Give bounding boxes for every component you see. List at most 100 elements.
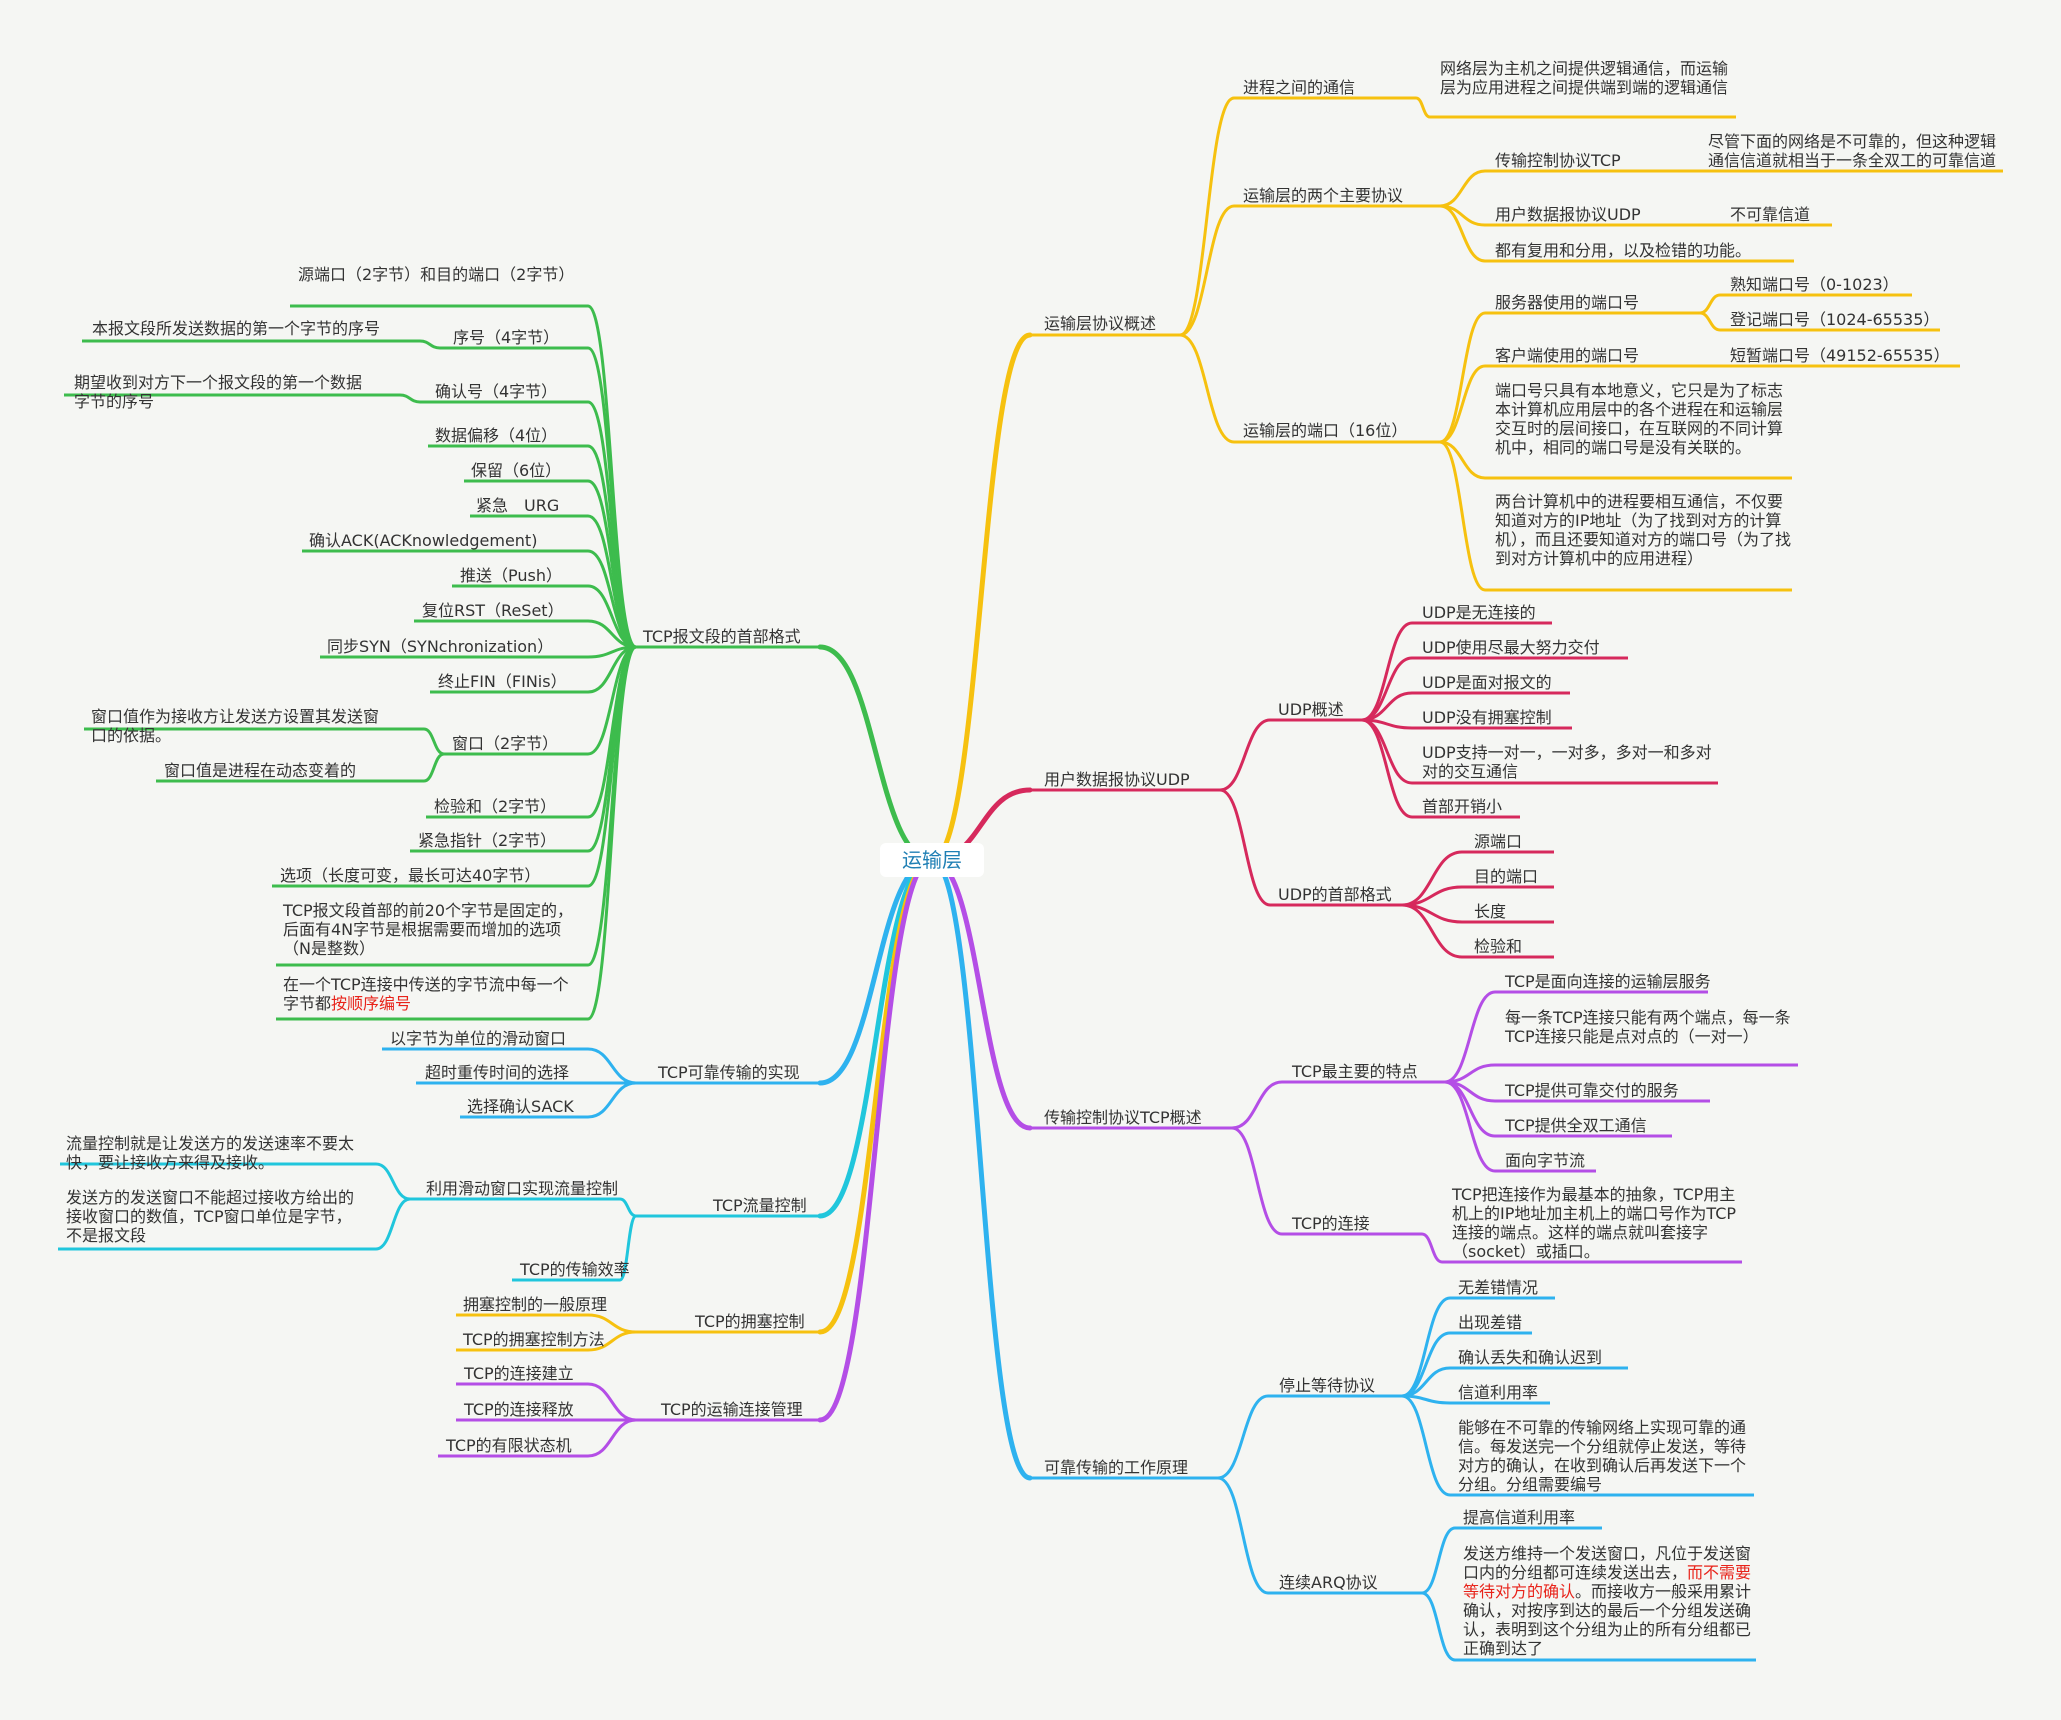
node-sliding-window-flow[interactable]: 利用滑动窗口实现流量控制	[426, 1179, 619, 1198]
node-continuous-arq[interactable]: 连续ARQ协议	[1279, 1573, 1378, 1592]
node-transport-overview[interactable]: 运输层协议概述	[1044, 314, 1157, 333]
node-stop-and-wait[interactable]: 停止等待协议	[1279, 1376, 1376, 1395]
branch-connector	[586, 645, 638, 1021]
node-tcp-features[interactable]: TCP最主要的特点	[1292, 1062, 1418, 1081]
reliable-impl-item[interactable]: 选择确认SACK	[467, 1097, 574, 1116]
note-ack-number: 期望收到对方下一个报文段的第一个数据字节的序号	[74, 373, 363, 411]
header-checksum[interactable]: 检验和（2字节）	[434, 797, 557, 816]
note-port-local: 端口号只具有本地意义，它只是为了标志本计算机应用层中的各个进程在和运输层交互时的…	[1495, 381, 1784, 457]
node-well-known-ports[interactable]: 熟知端口号（0-1023）	[1730, 275, 1899, 294]
node-udp-protocol[interactable]: 用户数据报协议UDP	[1495, 205, 1641, 224]
udp-overview-item[interactable]: UDP支持一对一，一对多，多对一和多对对的交互通信	[1422, 743, 1712, 781]
node-mux-demux[interactable]: 都有复用和分用，以及检错的功能。	[1495, 241, 1752, 260]
note-seq: 本报文段所发送数据的第一个字节的序号	[92, 319, 381, 338]
branch-connector	[1218, 788, 1272, 907]
reliable-impl-item[interactable]: 以字节为单位的滑动窗口	[390, 1029, 567, 1048]
note-window-dynamic: 窗口值是进程在动态变着的	[164, 761, 357, 780]
udp-header-item[interactable]: 源端口	[1474, 832, 1523, 851]
node-tcp-protocol[interactable]: 传输控制协议TCP	[1495, 151, 1621, 170]
arq-note-part-a: 发送方维持一个发送窗口，凡位于发送窗口内的分组都可连续发送出去，	[1463, 1544, 1752, 1582]
node-process-communication[interactable]: 进程之间的通信	[1243, 78, 1356, 97]
node-tcp-efficiency[interactable]: TCP的传输效率	[520, 1260, 630, 1279]
header-urg[interactable]: 紧急 URG	[476, 496, 560, 515]
stop-wait-item[interactable]: 出现差错	[1458, 1313, 1523, 1332]
arq-item[interactable]: 提高信道利用率	[1463, 1508, 1576, 1527]
branch-connector	[1438, 440, 1487, 480]
udp-overview-item[interactable]: UDP没有拥塞控制	[1422, 708, 1552, 727]
branch-connector	[398, 393, 422, 404]
udp-overview-item[interactable]: UDP使用尽最大努力交付	[1422, 638, 1600, 657]
header-ack-flag[interactable]: 确认ACK(ACKnowledgement)	[309, 531, 538, 550]
connection-mgmt-item[interactable]: TCP的有限状态机	[446, 1436, 572, 1455]
stop-wait-item[interactable]: 信道利用率	[1458, 1383, 1539, 1402]
header-ack-number[interactable]: 确认号（4字节）	[435, 382, 558, 401]
tcp-feature-item[interactable]: 每一条TCP连接只能有两个端点，每一条TCP连接只能是点对点的（一对一）	[1505, 1008, 1791, 1046]
node-tcp-connection-mgmt[interactable]: TCP的运输连接管理	[661, 1400, 803, 1419]
header-seq[interactable]: 序号（4字节）	[453, 328, 560, 347]
node-udp-overview[interactable]: UDP概述	[1278, 700, 1344, 719]
branch-connector	[422, 727, 446, 756]
note-port-ip: 两台计算机中的进程要相互通信，不仅要知道对方的IP地址（为了找到对方的计算机），…	[1495, 492, 1792, 568]
tcp-feature-item[interactable]: TCP提供全双工通信	[1505, 1116, 1647, 1135]
branch-connector	[1420, 1526, 1457, 1595]
branch-connector	[1216, 1394, 1270, 1480]
udp-overview-item[interactable]: UDP是无连接的	[1422, 603, 1536, 622]
branch-connector	[586, 1418, 638, 1458]
branch-connector	[1698, 311, 1722, 332]
branch-connector	[374, 1197, 412, 1251]
tcp-feature-item[interactable]: TCP提供可靠交付的服务	[1505, 1081, 1679, 1100]
header-src-dst-port[interactable]: 源端口（2字节）和目的端口（2字节）	[298, 265, 575, 284]
node-reliable-principle[interactable]: 可靠传输的工作原理	[1044, 1458, 1189, 1477]
stop-wait-item[interactable]: 确认丢失和确认迟到	[1458, 1348, 1603, 1367]
branch-connector	[1443, 1080, 1497, 1173]
node-server-ports[interactable]: 服务器使用的端口号	[1495, 293, 1640, 312]
header-syn[interactable]: 同步SYN（SYNchronization）	[327, 637, 554, 656]
node-ports[interactable]: 运输层的端口（16位）	[1243, 421, 1408, 440]
note-process-communication: 网络层为主机之间提供逻辑通信，而运输层为应用进程之间提供端到端的逻辑通信	[1440, 59, 1729, 97]
node-udp[interactable]: 用户数据报协议UDP	[1044, 770, 1190, 789]
udp-overview-item[interactable]: UDP是面对报文的	[1422, 673, 1552, 692]
branch-connector	[1178, 96, 1236, 337]
node-tcp-overview[interactable]: 传输控制协议TCP概述	[1044, 1108, 1202, 1127]
node-tcp-reliable-impl[interactable]: TCP可靠传输的实现	[658, 1063, 800, 1082]
header-options[interactable]: 选项（长度可变，最长可达40字节）	[280, 866, 541, 885]
header-reserved[interactable]: 保留（6位）	[471, 461, 562, 480]
congestion-item[interactable]: 拥塞控制的一般原理	[463, 1295, 608, 1314]
node-registered-ports[interactable]: 登记端口号（1024-65535）	[1730, 310, 1940, 329]
connection-mgmt-item[interactable]: TCP的连接释放	[464, 1400, 574, 1419]
header-push[interactable]: 推送（Push）	[460, 566, 562, 585]
udp-overview-item[interactable]: 首部开销小	[1422, 797, 1503, 816]
branch-connector	[1400, 1394, 1452, 1497]
branch-connector	[586, 1330, 638, 1352]
branch-connector	[1438, 311, 1487, 444]
tcp-feature-item[interactable]: TCP是面向连接的运输层服务	[1505, 972, 1711, 991]
stop-wait-item[interactable]: 无差错情况	[1458, 1278, 1539, 1297]
udp-header-item[interactable]: 长度	[1474, 902, 1507, 921]
header-fin[interactable]: 终止FIN（FINis）	[438, 672, 567, 691]
branch-connector	[1400, 903, 1464, 959]
node-ephemeral-ports[interactable]: 短暂端口号（49152-65535）	[1730, 346, 1950, 365]
udp-header-item[interactable]: 检验和	[1474, 937, 1523, 956]
node-tcp-flow-control[interactable]: TCP流量控制	[713, 1196, 807, 1215]
node-tcp-connection[interactable]: TCP的连接	[1292, 1214, 1370, 1233]
tcp-feature-item[interactable]: 面向字节流	[1505, 1151, 1586, 1170]
note-continuous-arq: 发送方维持一个发送窗口，凡位于发送窗口内的分组都可连续发送出去，而不需要等待对方…	[1463, 1544, 1759, 1658]
header-urgent-pointer[interactable]: 紧急指针（2字节）	[418, 831, 557, 850]
root-node[interactable]: 运输层	[880, 843, 984, 877]
node-udp-header[interactable]: UDP的首部格式	[1278, 885, 1392, 904]
connection-mgmt-item[interactable]: TCP的连接建立	[464, 1364, 574, 1383]
branch-connector	[586, 1382, 638, 1422]
header-window[interactable]: 窗口（2字节）	[452, 734, 559, 753]
node-two-protocols[interactable]: 运输层的两个主要协议	[1243, 186, 1404, 205]
congestion-item[interactable]: TCP的拥塞控制方法	[463, 1330, 605, 1349]
branch-connector	[422, 752, 446, 783]
node-client-ports[interactable]: 客户端使用的端口号	[1495, 346, 1640, 365]
node-tcp-congestion[interactable]: TCP的拥塞控制	[695, 1312, 805, 1331]
branch-connector	[1360, 718, 1414, 819]
branch-connector	[618, 1197, 638, 1218]
header-rst[interactable]: 复位RST（ReSet）	[422, 601, 564, 620]
reliable-impl-item[interactable]: 超时重传时间的选择	[425, 1063, 570, 1082]
header-data-offset[interactable]: 数据偏移（4位）	[435, 426, 558, 445]
node-tcp-header-format[interactable]: TCP报文段的首部格式	[643, 627, 801, 646]
udp-header-item[interactable]: 目的端口	[1474, 867, 1539, 886]
